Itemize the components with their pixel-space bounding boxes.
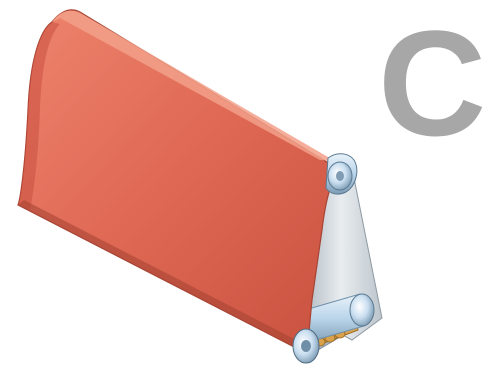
belt-top xyxy=(18,10,340,350)
panel-letter: C xyxy=(378,8,483,158)
lower-roller xyxy=(293,329,319,363)
